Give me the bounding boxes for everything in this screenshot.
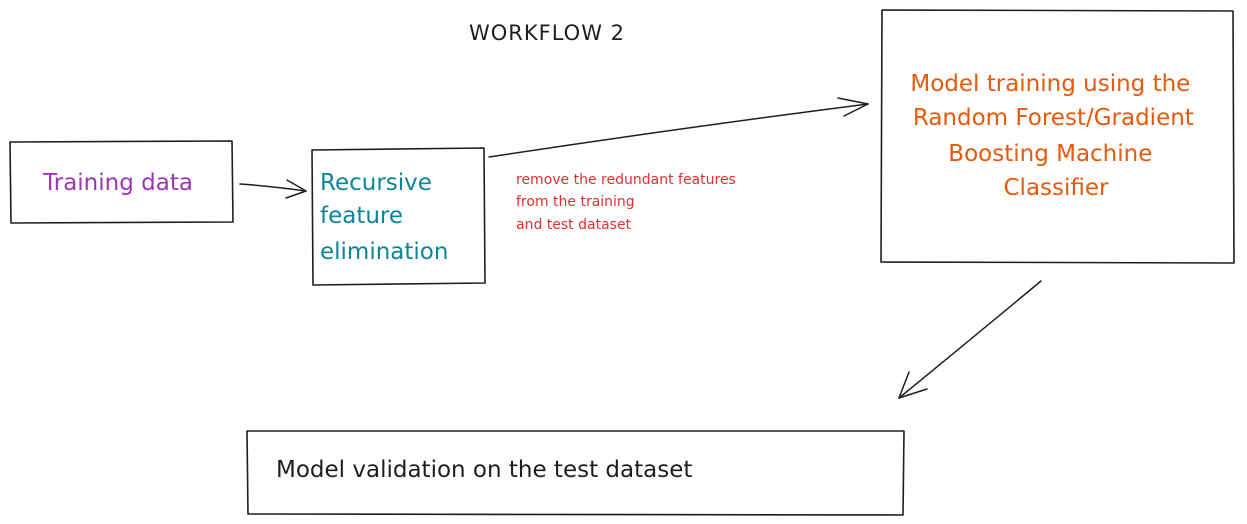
rfe-box[interactable] [311,147,486,286]
model-training-label-line: Classifier [1004,175,1110,201]
rfe-label: Recursive feature elimination [320,170,448,265]
model-training-label: Model training using the Random Forest/G… [910,71,1201,201]
rfe-label-line: feature [320,203,403,229]
model-training-label-line: Random Forest/Gradient [913,105,1194,131]
model-training-label-line: Model training using the [910,71,1190,97]
validation-box[interactable] [246,430,905,516]
training-data-label: Training data [42,170,193,196]
diagram-title: WORKFLOW 2 [469,21,625,45]
rfe-label-line: elimination [320,239,448,265]
edge-label-line: and test dataset [516,217,632,233]
rfe-label-line: Recursive [320,170,432,196]
arrow-rfe-to-training [488,97,869,158]
arrow-training-to-rfe [239,179,307,199]
edge-label-remove-features: remove the redundant features from the t… [516,172,740,233]
training-data-box[interactable] [9,140,234,224]
model-training-box[interactable] [880,9,1235,264]
model-training-label-line: Boosting Machine [948,141,1152,167]
edge-label-line: remove the redundant features [516,172,736,188]
edge-label-line: from the training [516,194,635,210]
arrow-training-to-validation [898,280,1042,399]
validation-label: Model validation on the test dataset [276,457,692,483]
